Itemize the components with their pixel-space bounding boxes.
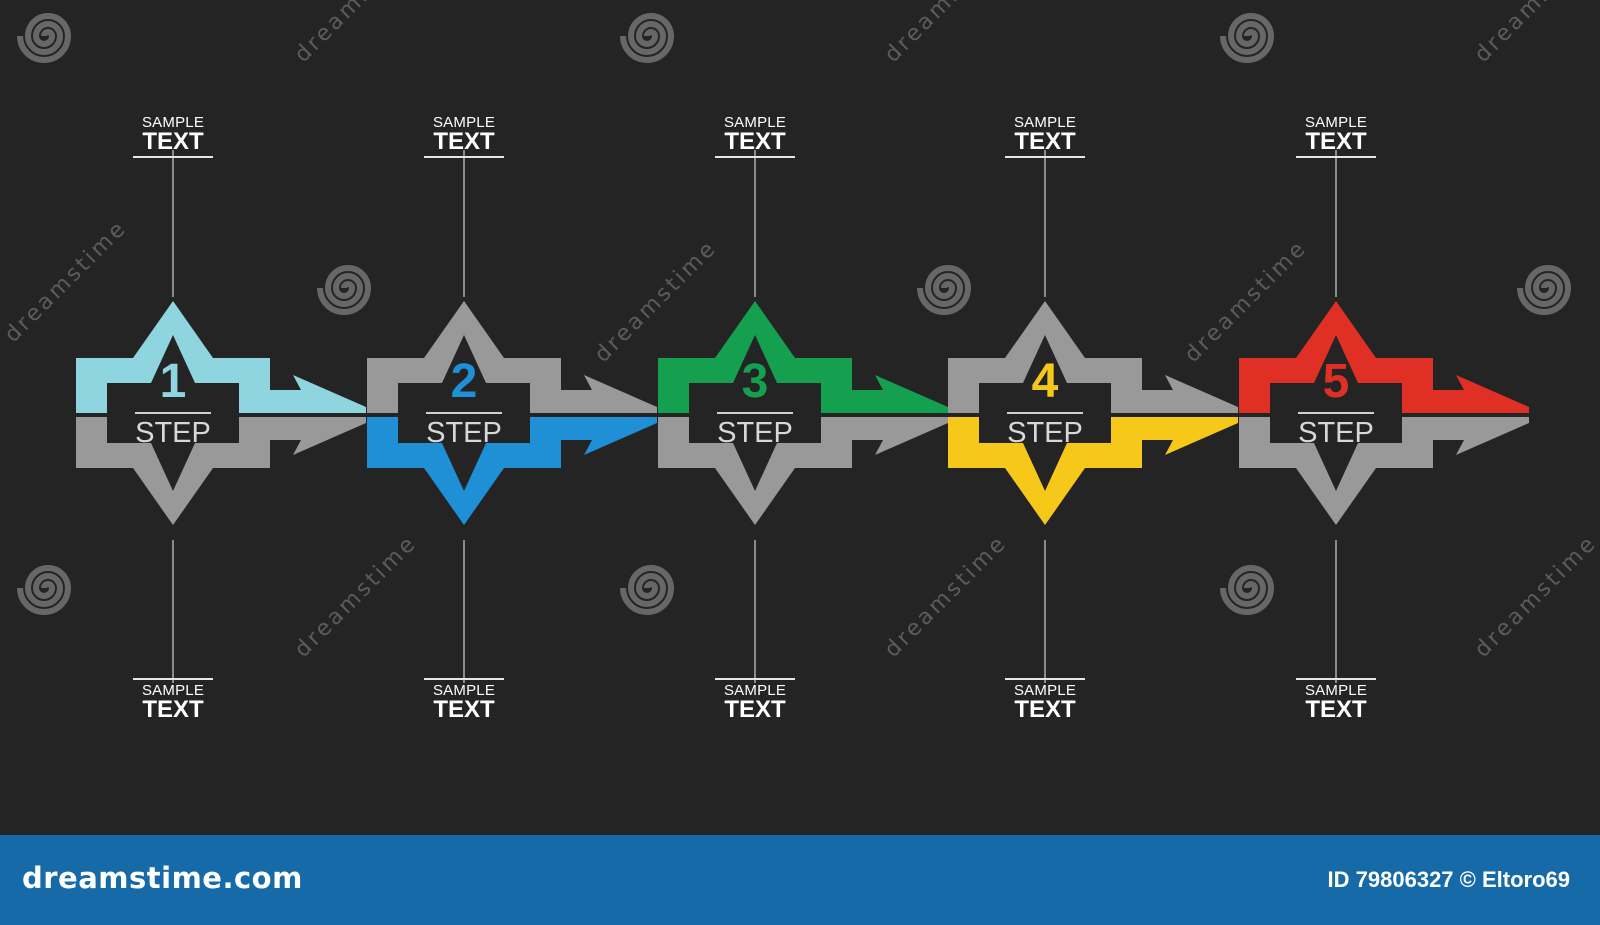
step-5-label: STEP (1298, 417, 1374, 449)
caption-small: SAMPLE (1304, 114, 1368, 131)
caption-small: SAMPLE (141, 682, 205, 699)
step-4-divider (1007, 412, 1083, 414)
step-2-bottom-arrow (367, 417, 657, 525)
caption-small: SAMPLE (141, 114, 205, 131)
step-4-number: 4 (1031, 355, 1059, 408)
step-2-top-arrow (367, 301, 657, 413)
step-2-divider (426, 412, 502, 414)
caption-big: TEXT (142, 696, 204, 723)
footer-brand[interactable]: dreamstime.com (22, 861, 303, 895)
step-5-top-arrow (1239, 301, 1529, 413)
step-1-number: 1 (159, 355, 187, 408)
caption-underline (715, 156, 795, 158)
caption-big: TEXT (433, 696, 495, 723)
caption-overline (424, 678, 504, 680)
caption-big: TEXT (724, 696, 786, 723)
step-2-number: 2 (450, 355, 478, 408)
step-1-label: STEP (135, 417, 211, 449)
step-5-number: 5 (1322, 355, 1350, 408)
step-3-number: 3 (741, 355, 769, 408)
footer-bar: dreamstime.com ID 79806327 © Eltoro69 (0, 835, 1600, 925)
caption-overline (133, 678, 213, 680)
caption-big: TEXT (1014, 128, 1076, 155)
caption-underline (1296, 156, 1376, 158)
caption-overline (1005, 678, 1085, 680)
step-5-divider (1298, 412, 1374, 414)
caption-small: SAMPLE (432, 114, 496, 131)
step-3-top-arrow (658, 301, 948, 413)
caption-overline (715, 678, 795, 680)
step-4-bottom-arrow (948, 417, 1238, 525)
caption-small: SAMPLE (723, 682, 787, 699)
caption-big: TEXT (1305, 696, 1367, 723)
caption-underline (1005, 156, 1085, 158)
caption-small: SAMPLE (432, 682, 496, 699)
footer-image-id: ID 79806327 © Eltoro69 (1327, 867, 1570, 892)
caption-big: TEXT (142, 128, 204, 155)
caption-small: SAMPLE (1013, 114, 1077, 131)
caption-underline (424, 156, 504, 158)
caption-small: SAMPLE (1013, 682, 1077, 699)
caption-small: SAMPLE (1304, 682, 1368, 699)
caption-big: TEXT (1014, 696, 1076, 723)
step-4-label: STEP (1007, 417, 1083, 449)
caption-big: TEXT (433, 128, 495, 155)
caption-big: TEXT (1305, 128, 1367, 155)
step-3-bottom-arrow (658, 417, 948, 525)
step-1-bottom-arrow (76, 417, 366, 525)
step-2-label: STEP (426, 417, 502, 449)
step-3-label: STEP (717, 417, 793, 449)
step-5-bottom-arrow (1239, 417, 1529, 525)
caption-underline (133, 156, 213, 158)
step-1-top-arrow (76, 301, 366, 413)
step-diagram (76, 150, 1529, 683)
caption-big: TEXT (724, 128, 786, 155)
caption-overline (1296, 678, 1376, 680)
step-4-top-arrow (948, 301, 1238, 413)
step-3-divider (717, 412, 793, 414)
step-1-divider (135, 412, 211, 414)
caption-small: SAMPLE (723, 114, 787, 131)
